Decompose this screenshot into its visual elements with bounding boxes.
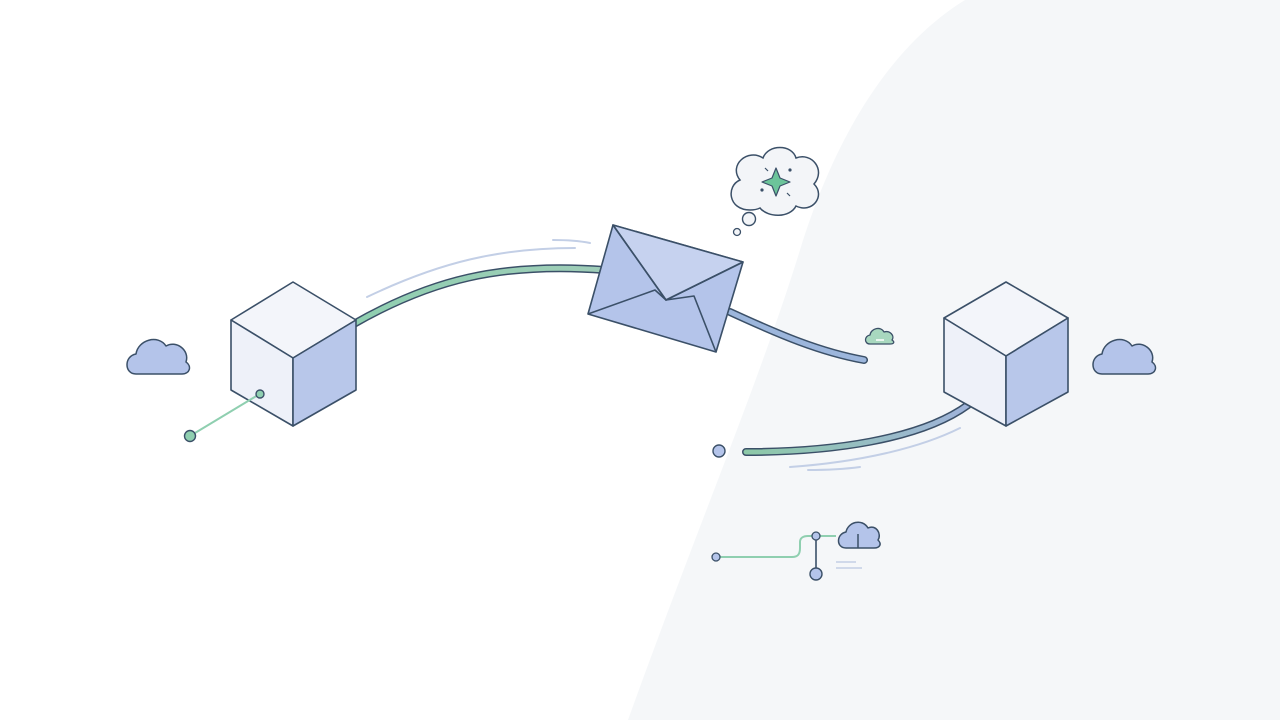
pipe-right xyxy=(742,401,972,456)
cloud-icon-left xyxy=(126,338,191,375)
cloud-icon-small xyxy=(864,327,895,345)
pipe-end-dot xyxy=(712,444,726,458)
pipe-left xyxy=(348,264,609,329)
sparkle-icon xyxy=(760,167,792,197)
thought-bubble xyxy=(730,146,820,237)
cube-icon-right xyxy=(943,281,1069,427)
cloud-icon-right xyxy=(1092,338,1157,375)
speed-lines xyxy=(366,239,961,471)
connector-left xyxy=(183,389,265,443)
network-connector xyxy=(711,531,862,581)
cube-icon-left xyxy=(230,281,357,427)
pipe-middle xyxy=(726,308,868,364)
envelope-icon xyxy=(587,224,744,353)
cloud-upload-icon xyxy=(837,521,881,549)
